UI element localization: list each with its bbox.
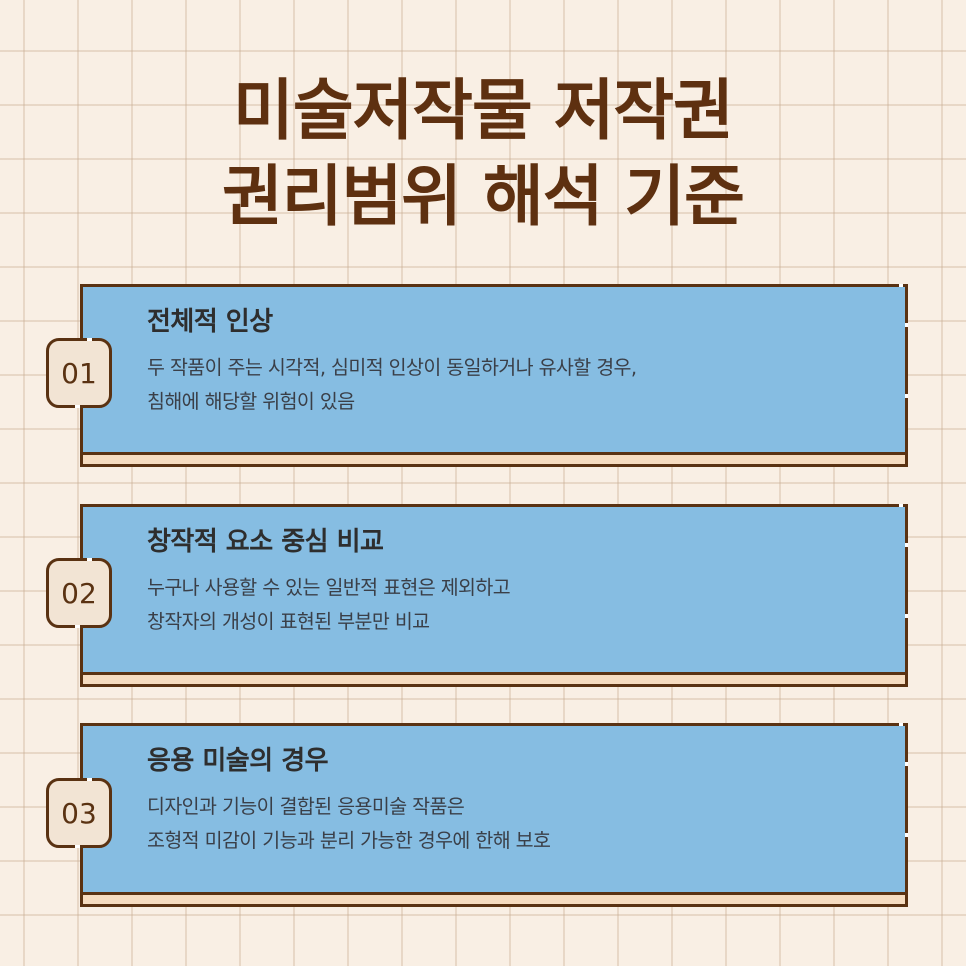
number-badge-1: 01 (46, 338, 112, 408)
number-badge-3: 03 (46, 778, 112, 848)
border-notch (899, 723, 903, 726)
badge-number: 01 (61, 356, 97, 390)
card-description-line: 조형적 미감이 기능과 분리 가능한 경우에 한해 보호 (147, 829, 551, 852)
border-notch (899, 504, 903, 507)
border-notch (899, 284, 903, 287)
card-description: 디자인과 기능이 결합된 응용미술 작품은 조형적 미감이 기능과 분리 가능한… (147, 790, 551, 858)
card-heading: 창작적 요소 중심 비교 (147, 527, 384, 557)
badge-notch (75, 845, 80, 848)
badge-notch (87, 778, 92, 781)
card-panel: 전체적 인상 두 작품이 주는 시각적, 심미적 인상이 동일하거나 유사할 경… (83, 287, 905, 455)
badge-number: 02 (61, 576, 97, 610)
card-heading: 응용 미술의 경우 (147, 746, 329, 776)
card-description-line: 누구나 사용할 수 있는 일반적 표현은 제외하고 (147, 576, 511, 599)
number-badge-2: 02 (46, 558, 112, 628)
border-notch (905, 762, 908, 766)
border-notch (905, 543, 908, 547)
border-notch (905, 394, 908, 398)
border-notch (905, 833, 908, 837)
card-description-line: 침해에 해당할 위험이 있음 (147, 390, 355, 413)
card-heading: 전체적 인상 (147, 307, 273, 337)
badge-notch (87, 558, 92, 561)
card-description-line: 창작자의 개성이 표현된 부분만 비교 (147, 610, 430, 633)
criteria-card-3: 응용 미술의 경우 디자인과 기능이 결합된 응용미술 작품은 조형적 미감이 … (80, 723, 908, 907)
border-notch (905, 614, 908, 618)
page-title: 미술저작물 저작권 권리범위 해석 기준 (0, 68, 966, 240)
criteria-card-1: 전체적 인상 두 작품이 주는 시각적, 심미적 인상이 동일하거나 유사할 경… (80, 284, 908, 467)
title-line-2: 권리범위 해석 기준 (222, 158, 745, 235)
border-notch (905, 323, 908, 327)
badge-notch (87, 338, 92, 341)
badge-notch (75, 405, 80, 408)
card-description: 누구나 사용할 수 있는 일반적 표현은 제외하고 창작자의 개성이 표현된 부… (147, 571, 511, 639)
card-panel: 창작적 요소 중심 비교 누구나 사용할 수 있는 일반적 표현은 제외하고 창… (83, 507, 905, 675)
card-description: 두 작품이 주는 시각적, 심미적 인상이 동일하거나 유사할 경우, 침해에 … (147, 351, 637, 419)
card-description-line: 두 작품이 주는 시각적, 심미적 인상이 동일하거나 유사할 경우, (147, 356, 637, 379)
criteria-card-2: 창작적 요소 중심 비교 누구나 사용할 수 있는 일반적 표현은 제외하고 창… (80, 504, 908, 687)
badge-notch (75, 625, 80, 628)
card-description-line: 디자인과 기능이 결합된 응용미술 작품은 (147, 795, 465, 818)
title-line-1: 미술저작물 저작권 (233, 72, 734, 149)
badge-number: 03 (61, 796, 97, 830)
card-panel: 응용 미술의 경우 디자인과 기능이 결합된 응용미술 작품은 조형적 미감이 … (83, 726, 905, 895)
